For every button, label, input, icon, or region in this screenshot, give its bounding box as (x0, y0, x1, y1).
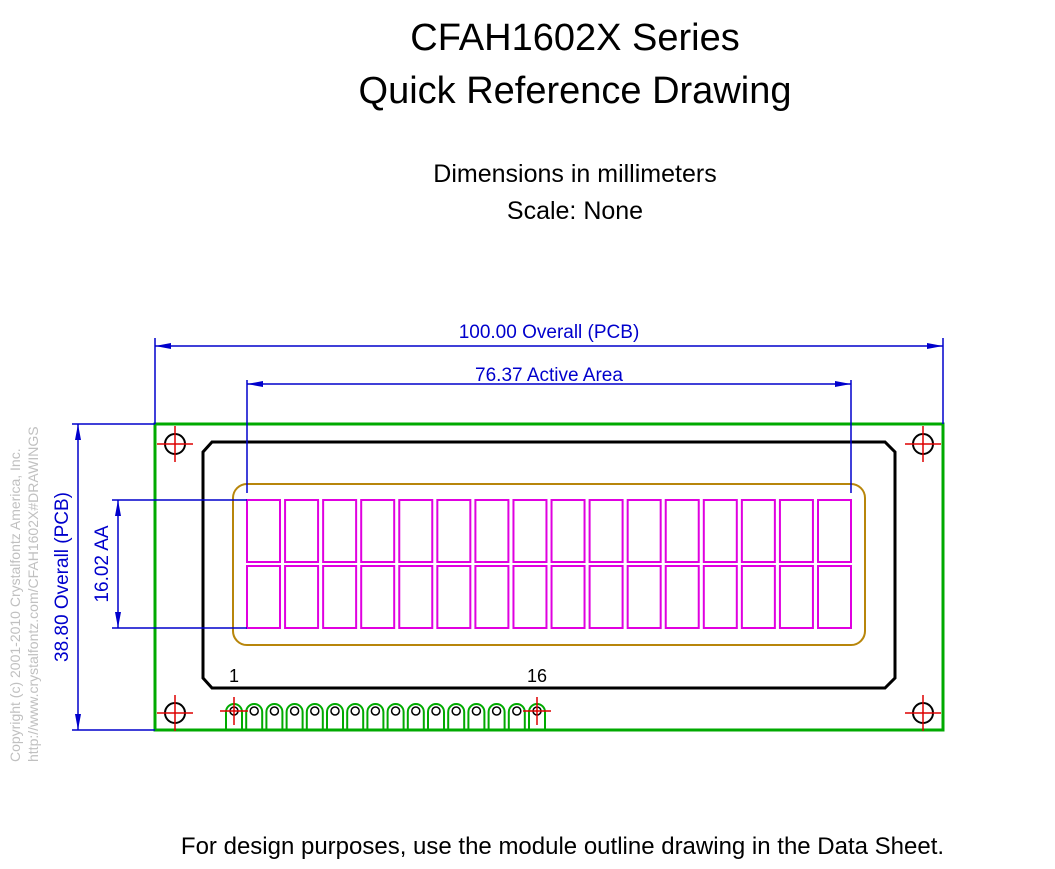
viewing-area (232, 483, 866, 646)
character-cell (778, 565, 814, 629)
pin-pad (285, 703, 304, 730)
character-cell (474, 499, 510, 563)
character-cell (398, 565, 434, 629)
character-cell (246, 499, 281, 563)
character-cell (474, 565, 510, 629)
pin-pad (245, 703, 264, 730)
mounting-hole (157, 426, 193, 462)
character-cell (436, 565, 472, 629)
active-height-dimension (112, 499, 247, 629)
bezel-outline (201, 440, 897, 690)
overall-width-dimension (154, 338, 944, 424)
scale-note: Scale: None (506, 197, 644, 225)
character-cell (664, 565, 700, 629)
character-cell (360, 499, 396, 563)
mounting-hole (157, 695, 193, 731)
pin-pad (427, 703, 445, 730)
pin-pad (326, 703, 344, 730)
mounting-holes (157, 426, 941, 731)
character-cell (512, 499, 548, 563)
character-cell (360, 565, 396, 629)
pin-crosshair (220, 697, 248, 725)
pin-pad (507, 703, 526, 730)
pin-pad (346, 703, 365, 730)
pin-pad (386, 703, 405, 730)
character-cell (322, 565, 358, 629)
pcb-outline (153, 422, 945, 732)
character-cell (284, 565, 320, 629)
pin-pad (406, 703, 425, 730)
title-line-1: CFAH1602X Series (410, 17, 740, 59)
overall-width-label: 100.00 Overall (PCB) (459, 322, 640, 343)
pin-pad (487, 703, 506, 730)
character-cell (740, 499, 776, 563)
pin-1-label: 1 (229, 666, 239, 686)
character-cell (702, 565, 738, 629)
pin-pad (447, 703, 466, 730)
footer-note: For design purposes, use the module outl… (180, 833, 945, 860)
character-cell (588, 499, 624, 563)
pin-pad (265, 703, 284, 730)
character-cell (817, 565, 852, 629)
mounting-hole (905, 426, 941, 462)
character-cell (740, 565, 776, 629)
pin-crosshair (523, 697, 551, 725)
character-cell (626, 499, 662, 563)
overall-height-label: 38.80 Overall (PCB) (52, 492, 73, 662)
character-cell (322, 499, 358, 563)
active-height-label: 16.02 AA (92, 525, 113, 602)
pin-pad (305, 703, 324, 730)
character-cell (436, 499, 472, 563)
character-cell (550, 565, 586, 629)
pin-header (220, 697, 551, 730)
character-cell (398, 499, 434, 563)
pin-16-label: 16 (527, 666, 547, 686)
character-cell (512, 565, 548, 629)
pin-pad (366, 703, 385, 730)
character-cell (702, 499, 738, 563)
mounting-hole (905, 695, 941, 731)
overall-height-dimension (72, 423, 155, 731)
pin-pad (467, 703, 486, 730)
character-cell (550, 499, 586, 563)
character-cell (778, 499, 814, 563)
character-cell (817, 499, 852, 563)
character-cell (664, 499, 700, 563)
character-grid (246, 499, 852, 629)
active-width-label: 76.37 Active Area (475, 365, 623, 386)
character-cell (588, 565, 624, 629)
character-cell (626, 565, 662, 629)
active-width-dimension (246, 380, 852, 493)
character-cell (284, 499, 320, 563)
character-cell (246, 565, 281, 629)
units-note: Dimensions in millimeters (433, 160, 717, 188)
title-line-2: Quick Reference Drawing (358, 70, 792, 112)
